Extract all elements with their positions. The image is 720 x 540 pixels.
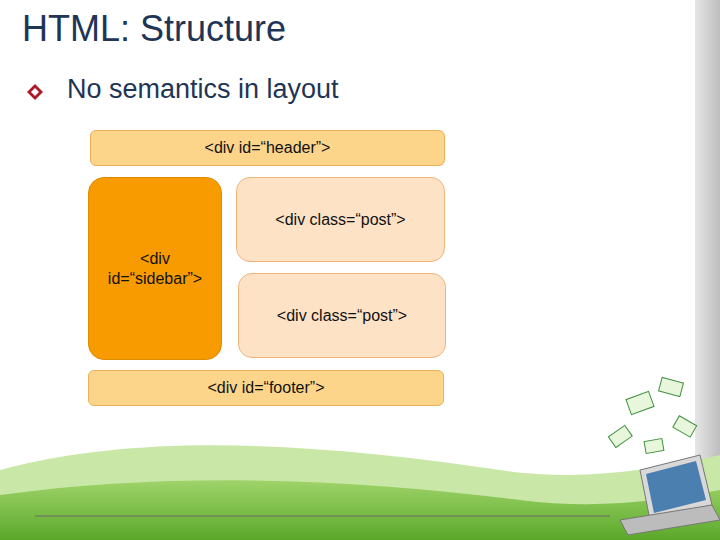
- bullet-symbol: [27, 84, 43, 100]
- post-box: <div class=“post”>: [238, 273, 446, 358]
- front-hill: [0, 480, 720, 540]
- footer-rule: [35, 516, 610, 517]
- node-label: <div id=“sidebar”>: [97, 249, 213, 289]
- back-hill: [0, 445, 720, 540]
- sidebar-box: <div id=“sidebar”>: [88, 177, 222, 360]
- node-label: <div class=“post”>: [275, 210, 405, 230]
- node-label: <div id=“header”>: [205, 138, 331, 158]
- node-label: <div class=“post”>: [277, 306, 407, 326]
- node-label: <div id=“footer”>: [208, 378, 325, 398]
- envelopes: [608, 377, 696, 453]
- laptop: [620, 455, 720, 535]
- post-box: <div class=“post”>: [236, 177, 445, 262]
- slide-title: HTML: Structure: [22, 8, 286, 50]
- header-box: <div id=“header”>: [90, 130, 445, 166]
- footer-box: <div id=“footer”>: [88, 370, 444, 406]
- bullet-text: No semantics in layout: [67, 74, 339, 105]
